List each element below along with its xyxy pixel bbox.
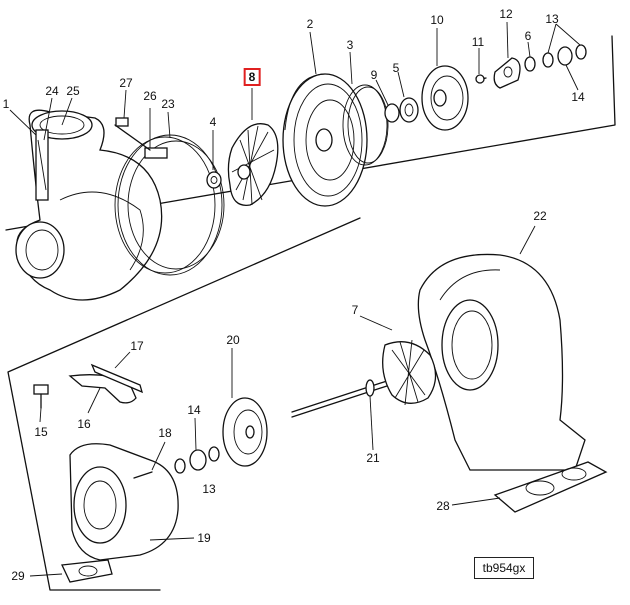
callout-29[interactable]: 29 xyxy=(11,569,25,583)
upper-section-border xyxy=(5,35,616,231)
callout-2[interactable]: 2 xyxy=(306,17,314,31)
callout-14-upper[interactable]: 14 xyxy=(571,90,585,104)
leader-lines xyxy=(9,21,581,577)
thrust-collar xyxy=(399,97,419,123)
callout-11[interactable]: 11 xyxy=(471,35,485,49)
thrust-bearing xyxy=(421,65,469,131)
callout-22[interactable]: 22 xyxy=(533,209,547,223)
callout-13-upper[interactable]: 13 xyxy=(545,12,559,26)
reference-code-box: tb954gx xyxy=(474,557,534,579)
callout-21[interactable]: 21 xyxy=(366,451,380,465)
callout-26[interactable]: 26 xyxy=(143,89,157,103)
callout-18[interactable]: 18 xyxy=(158,426,172,440)
callout-19[interactable]: 19 xyxy=(197,531,211,545)
callout-10[interactable]: 10 xyxy=(430,13,444,27)
callout-25[interactable]: 25 xyxy=(66,84,80,98)
callout-23[interactable]: 23 xyxy=(161,97,175,111)
callout-24[interactable]: 24 xyxy=(45,84,59,98)
v-band-clamp xyxy=(114,117,225,276)
center-housing xyxy=(69,443,179,561)
o-ring xyxy=(342,84,388,166)
turbine-wheel-shaft xyxy=(291,339,437,418)
callout-16[interactable]: 16 xyxy=(77,417,91,431)
callout-17[interactable]: 17 xyxy=(130,339,144,353)
callout-5[interactable]: 5 xyxy=(392,61,400,75)
ring-14-lower xyxy=(189,449,207,471)
thrust-plate xyxy=(493,57,521,89)
seal-ring xyxy=(384,103,400,123)
lower-section-border xyxy=(7,217,361,591)
callout-15[interactable]: 15 xyxy=(34,425,48,439)
ring-13-lower-a xyxy=(174,458,186,474)
shaft-nut xyxy=(206,171,222,189)
bolt-11 xyxy=(475,74,487,84)
ring-14-upper xyxy=(557,46,573,66)
callout-7[interactable]: 7 xyxy=(351,303,359,317)
callout-3[interactable]: 3 xyxy=(346,38,354,52)
oil-drain-gasket xyxy=(61,559,113,583)
compressor-wheel xyxy=(227,123,279,206)
turbine-seal-plate xyxy=(222,397,268,467)
callout-13-lower[interactable]: 13 xyxy=(202,482,216,496)
compressor-backplate xyxy=(282,73,368,207)
callout-12[interactable]: 12 xyxy=(499,7,513,21)
callout-20[interactable]: 20 xyxy=(226,333,240,347)
ring-6 xyxy=(524,56,536,72)
ring-13-upper-b xyxy=(575,44,587,60)
callout-28[interactable]: 28 xyxy=(436,499,450,513)
turbine-gasket xyxy=(493,461,608,513)
callout-8-highlighted[interactable]: 8 xyxy=(243,68,261,86)
callout-27[interactable]: 27 xyxy=(119,76,133,90)
callout-1[interactable]: 1 xyxy=(2,97,10,111)
ring-13-upper-a xyxy=(542,52,554,68)
ring-13-lower-b xyxy=(208,446,220,462)
compressor-housing xyxy=(15,109,163,301)
callout-14-lower[interactable]: 14 xyxy=(187,403,201,417)
callout-4[interactable]: 4 xyxy=(209,115,217,129)
turbine-housing xyxy=(417,253,586,471)
bolt-15 xyxy=(33,384,49,409)
callout-6[interactable]: 6 xyxy=(524,29,532,43)
callout-9[interactable]: 9 xyxy=(370,68,378,82)
